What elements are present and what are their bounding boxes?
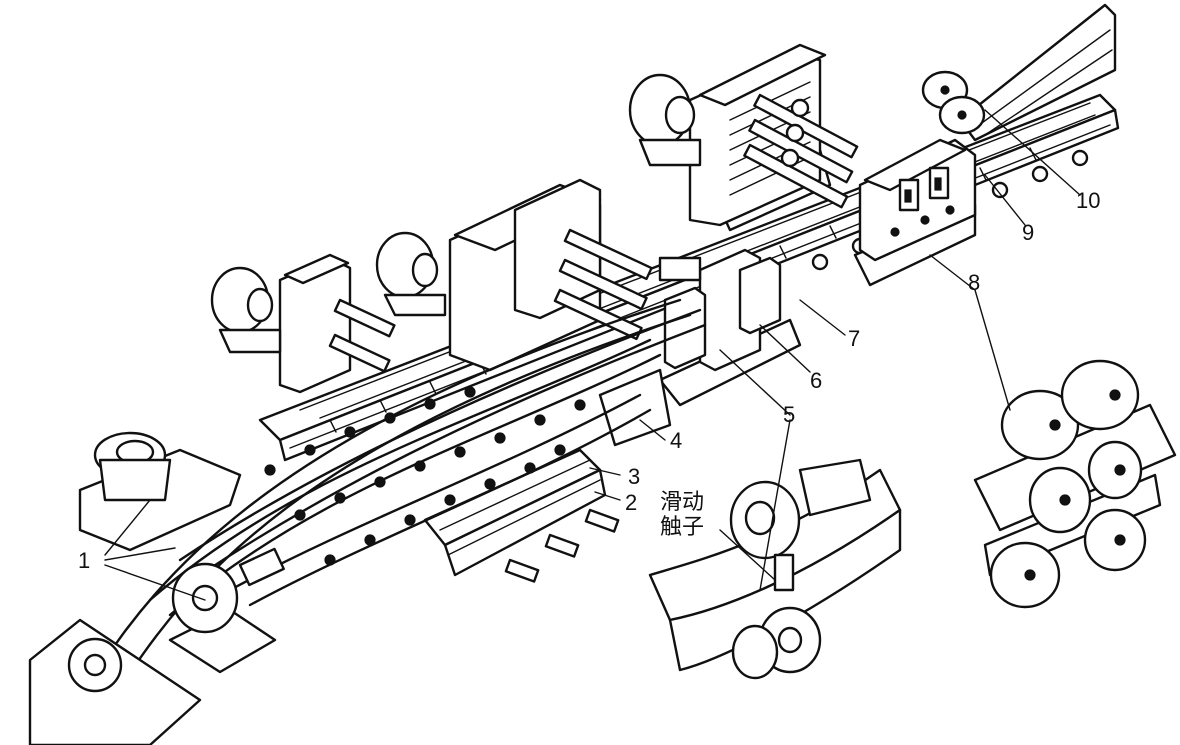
inset-caption-line2: 触子 <box>660 515 705 541</box>
far-track <box>958 3 1117 142</box>
center-stands <box>658 248 802 407</box>
label-4: 4 <box>670 428 683 453</box>
curved-tracks <box>78 298 707 707</box>
label-6: 6 <box>810 368 823 393</box>
bottom-pit <box>28 547 285 745</box>
rail-support <box>423 368 672 583</box>
inset-caption-line1: 滑动 <box>660 490 705 515</box>
left-press-unit <box>210 253 396 394</box>
coil-feeder <box>78 431 242 552</box>
leader-lines <box>104 109 1081 601</box>
rear-press-unit <box>628 43 859 232</box>
label-10: 10 <box>1076 188 1101 213</box>
middle-press-unit <box>375 178 653 372</box>
inset-sliding-contact <box>648 458 902 680</box>
label-5: 5 <box>783 402 796 427</box>
inset-caption: 滑动 触子 <box>660 490 704 541</box>
label-2: 2 <box>625 490 638 515</box>
label-1: 1 <box>78 548 91 573</box>
label-9: 9 <box>1022 220 1035 245</box>
inset-roller-block <box>973 359 1177 609</box>
label-8: 8 <box>968 270 981 295</box>
twin-rollers <box>921 70 986 135</box>
die-stand <box>853 138 977 287</box>
label-3: 3 <box>628 464 641 489</box>
label-7: 7 <box>848 326 861 351</box>
